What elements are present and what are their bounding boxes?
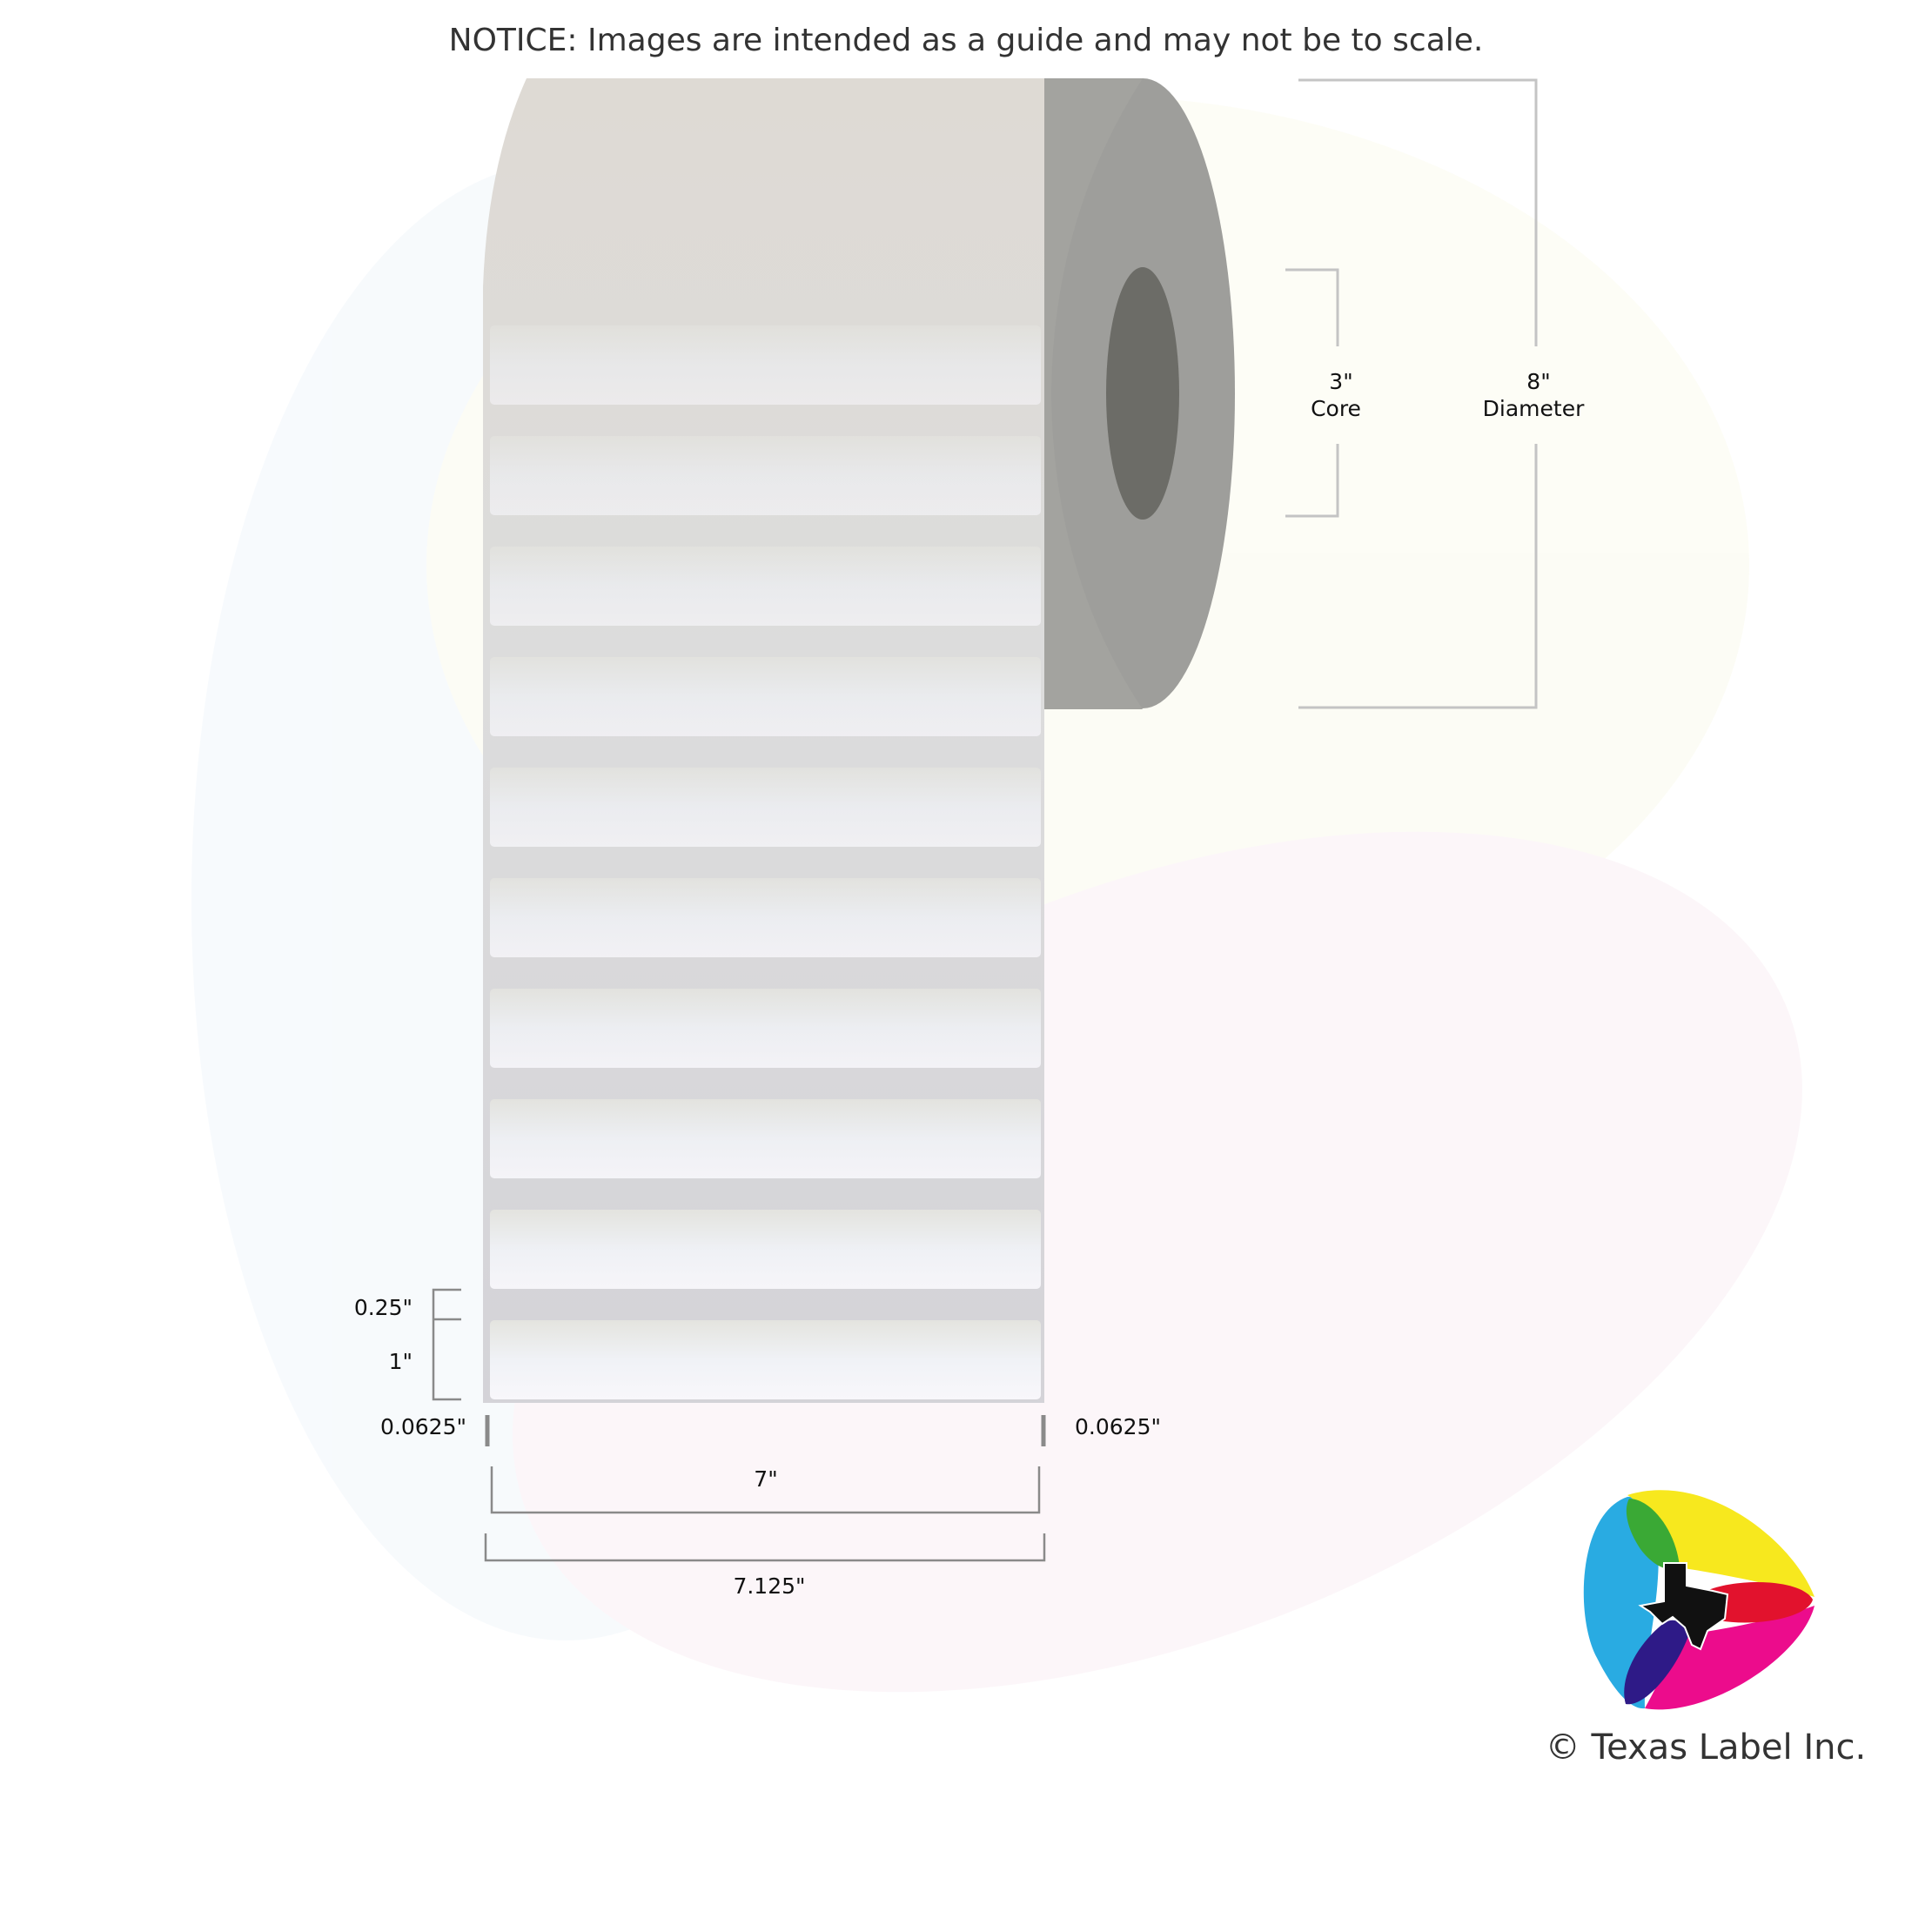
copyright-text: © Texas Label Inc. [1545, 1727, 1867, 1768]
label-height-value: 1" [389, 1349, 413, 1374]
label-width-value: 7" [754, 1466, 777, 1492]
right-margin-value: 0.0625" [1075, 1414, 1161, 1439]
logo-petal-green [1626, 1499, 1680, 1570]
diameter-value: 8" [1526, 369, 1550, 394]
label-width-bracket [490, 1466, 1041, 1514]
logo-petal-red [1701, 1581, 1813, 1623]
label-4 [490, 657, 1041, 736]
roll-core [1106, 267, 1179, 520]
diameter-label: Diameter [1483, 396, 1585, 421]
label-5 [490, 768, 1041, 847]
label-8 [490, 1099, 1041, 1178]
liner-width-bracket [484, 1533, 1046, 1562]
liner-width-value: 7.125" [733, 1573, 805, 1599]
logo-petal-purple [1624, 1620, 1688, 1705]
company-logo [1583, 1490, 1815, 1710]
label-7 [490, 989, 1041, 1068]
label-9 [490, 1210, 1041, 1289]
logo-petal-yellow [1627, 1490, 1815, 1597]
label-2 [490, 436, 1041, 515]
logo-petal-magenta [1645, 1606, 1815, 1710]
label-stack [490, 325, 1041, 1399]
margin-ticks [485, 1415, 1046, 1446]
roll-body [483, 78, 1140, 1403]
label-10 [490, 1320, 1041, 1399]
core-label: Core [1311, 396, 1361, 421]
core-value: 3" [1329, 369, 1352, 394]
texas-state-icon [1638, 1562, 1729, 1651]
roll-side-shadow [1044, 78, 1143, 709]
label-1 [490, 325, 1041, 405]
left-margin-value: 0.0625" [380, 1414, 466, 1439]
core-dimension [1285, 268, 1339, 518]
diameter-dimension [1298, 78, 1538, 709]
gap-height-dimension [432, 1288, 461, 1401]
scale-notice: NOTICE: Images are intended as a guide a… [448, 23, 1484, 58]
label-3 [490, 547, 1041, 626]
label-roll [483, 78, 1235, 1403]
gap-value: 0.25" [354, 1295, 413, 1320]
label-6 [490, 878, 1041, 957]
